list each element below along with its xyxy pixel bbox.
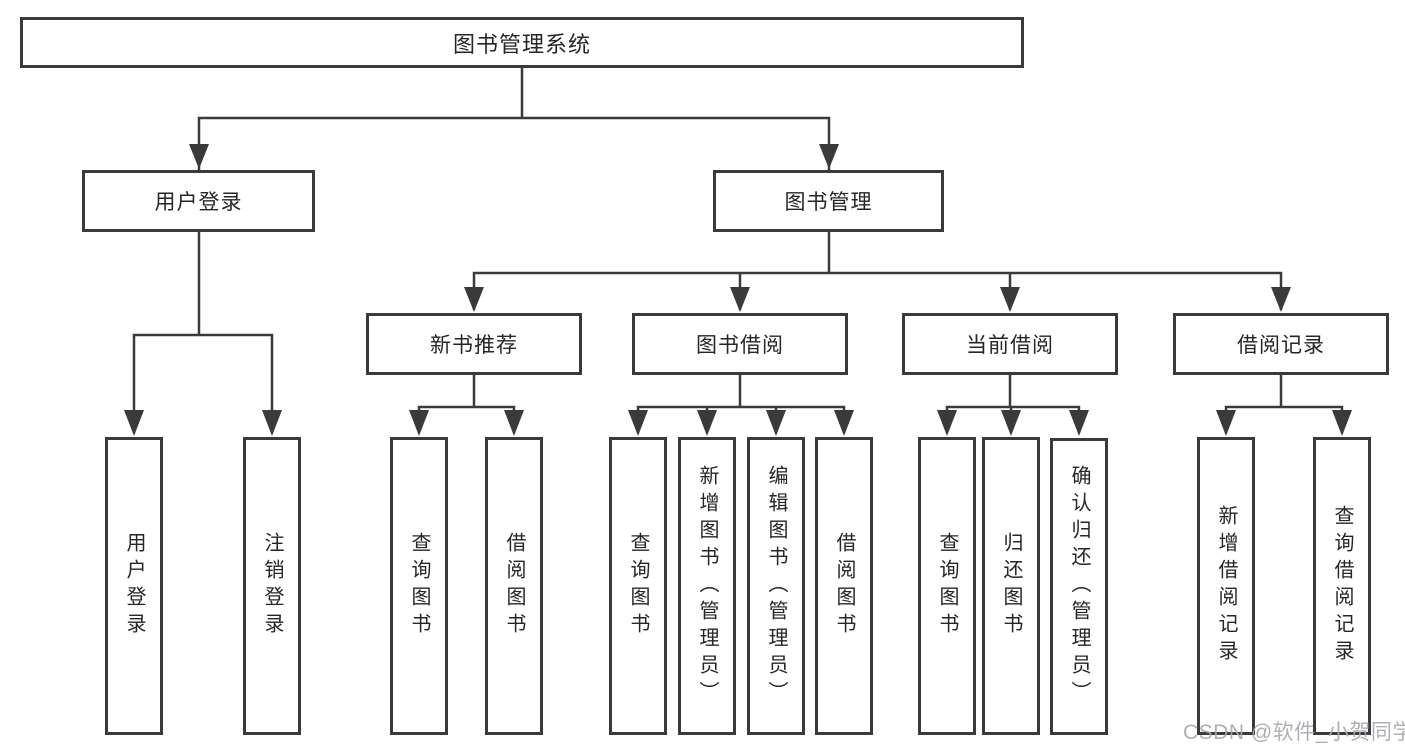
connector-root-bus xyxy=(197,68,831,170)
connector-book-management-bus xyxy=(472,232,1283,310)
node-leaf-confirm-return-admin: 确认归还（管理员） xyxy=(1050,438,1108,735)
connector-borrowing-records-bus xyxy=(1224,375,1344,433)
node-leaf-edit-books-admin: 编辑图书（管理员） xyxy=(747,437,805,735)
node-leaf-rec-query-books: 查询图书 xyxy=(390,437,448,735)
connector-book-borrowing-bus xyxy=(636,375,846,433)
connector-new-book-recommend-bus xyxy=(417,375,516,433)
node-book-management: 图书管理 xyxy=(713,170,944,232)
node-new-book-recommend: 新书推荐 xyxy=(366,313,582,375)
node-leaf-query-borrow-record: 查询借阅记录 xyxy=(1313,437,1371,735)
node-leaf-borrow-query-books: 查询图书 xyxy=(609,437,667,735)
node-leaf-rec-borrow-books: 借阅图书 xyxy=(485,437,543,735)
node-leaf-user-login: 用户登录 xyxy=(105,437,163,735)
node-leaf-add-books-admin: 新增图书（管理员） xyxy=(678,437,736,735)
connector-user-login-bus xyxy=(132,232,274,433)
node-user-login-group: 用户登录 xyxy=(82,170,315,232)
node-leaf-add-borrow-record: 新增借阅记录 xyxy=(1197,437,1255,735)
node-current-borrowing: 当前借阅 xyxy=(902,313,1118,375)
node-leaf-return-books: 归还图书 xyxy=(982,437,1040,735)
node-leaf-current-query-books: 查询图书 xyxy=(918,437,976,735)
node-leaf-borrow-books: 借阅图书 xyxy=(815,437,873,735)
csdn-watermark: CSDN @软件_小贺同学 xyxy=(1183,721,1405,744)
node-leaf-logout: 注销登录 xyxy=(243,437,301,735)
arrowheads xyxy=(124,144,1352,436)
node-book-borrowing: 图书借阅 xyxy=(632,313,848,375)
node-borrowing-records: 借阅记录 xyxy=(1173,313,1389,375)
node-library-management-system: 图书管理系统 xyxy=(20,17,1024,68)
